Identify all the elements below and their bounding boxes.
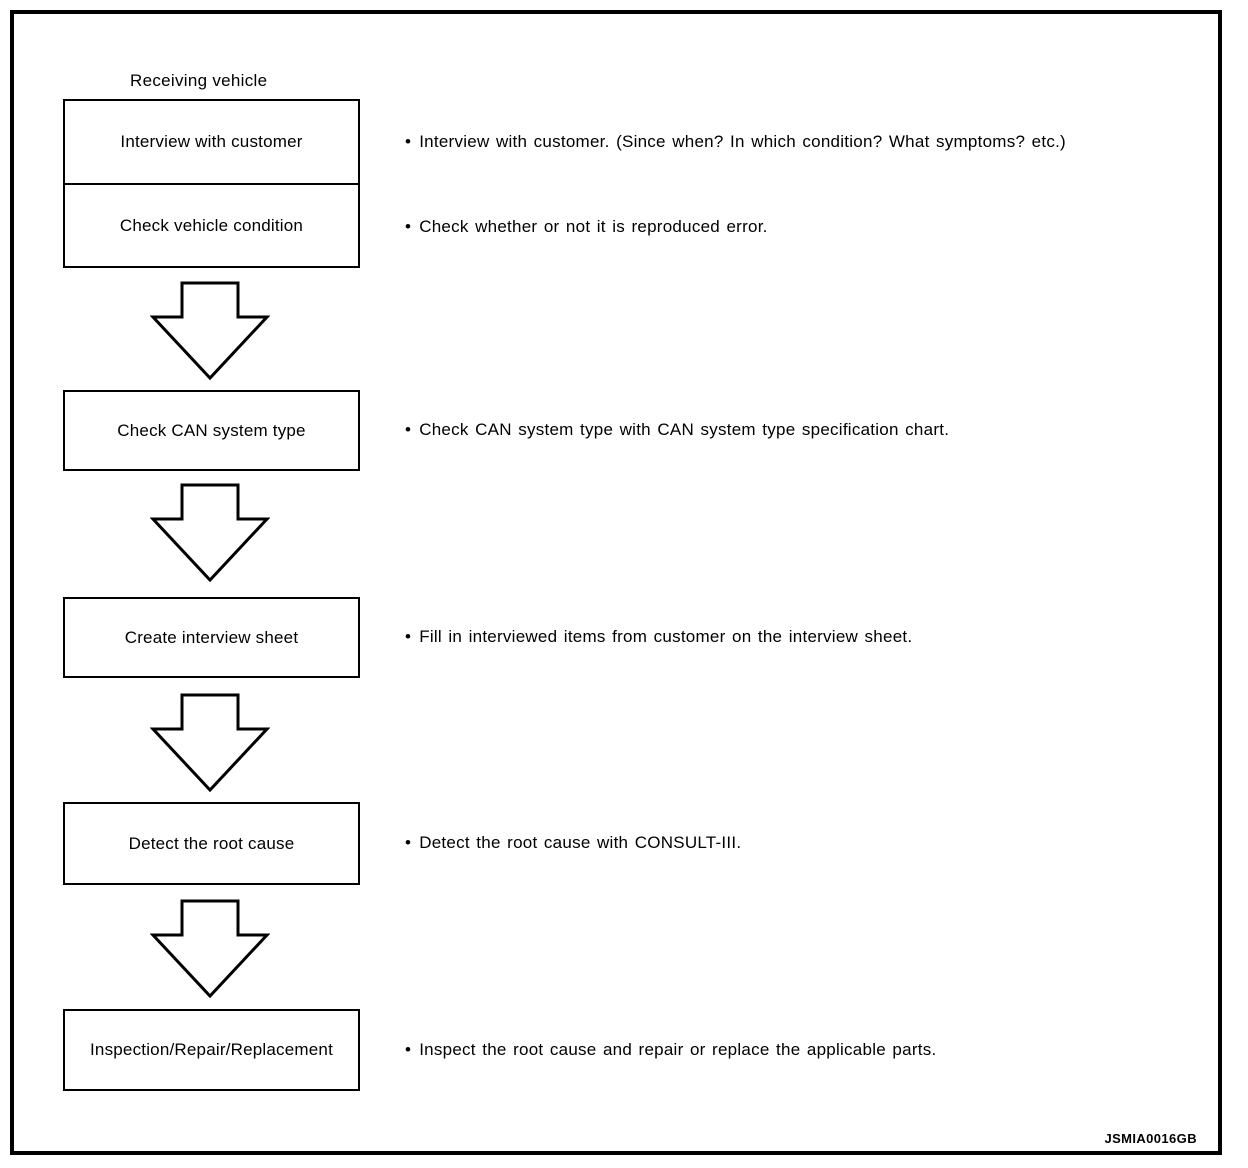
down-arrow-icon [150, 281, 270, 381]
step-note-text: Detect the root cause with CONSULT-III. [419, 833, 742, 852]
flow-box-interview-with-customer: Interview with customer [63, 99, 360, 185]
flow-box-check-vehicle-condition: Check vehicle condition [63, 183, 360, 268]
bullet-icon: • [405, 420, 412, 439]
bullet-icon: • [405, 132, 412, 151]
bullet-icon: • [405, 217, 412, 236]
bullet-icon: • [405, 627, 412, 646]
step-note-text: Fill in interviewed items from customer … [419, 627, 913, 646]
flow-start-label: Receiving vehicle [130, 71, 268, 90]
step-note-text: Inspect the root cause and repair or rep… [419, 1040, 937, 1059]
bullet-icon: • [405, 833, 412, 852]
down-arrow-icon [150, 693, 270, 793]
flow-box-inspection-repair-replacement: Inspection/Repair/Replacement [63, 1009, 360, 1091]
down-arrow-icon [150, 899, 270, 999]
bullet-icon: • [405, 1040, 412, 1059]
step-note-text: Check whether or not it is reproduced er… [419, 217, 768, 236]
step-note-text: Interview with customer. (Since when? In… [419, 132, 1066, 151]
down-arrow-icon [150, 483, 270, 583]
step-note-inspection-repair: • Inspect the root cause and repair or re… [405, 1039, 1205, 1061]
step-note-interview-sheet: • Fill in interviewed items from customer… [405, 626, 1205, 648]
step-note-check-condition: • Check whether or not it is reproduced e… [405, 216, 1205, 238]
step-note-root-cause: • Detect the root cause with CONSULT-III. [405, 832, 1205, 854]
step-note-text: Check CAN system type with CAN system ty… [419, 420, 950, 439]
step-note-can-system-type: • Check CAN system type with CAN system t… [405, 419, 1205, 441]
flow-box-detect-root-cause: Detect the root cause [63, 802, 360, 885]
figure-code: JSMIA0016GB [1104, 1131, 1197, 1146]
flow-box-create-interview-sheet: Create interview sheet [63, 597, 360, 678]
flow-box-check-can-system-type: Check CAN system type [63, 390, 360, 471]
step-note-interview: • Interview with customer. (Since when? I… [405, 131, 1205, 153]
